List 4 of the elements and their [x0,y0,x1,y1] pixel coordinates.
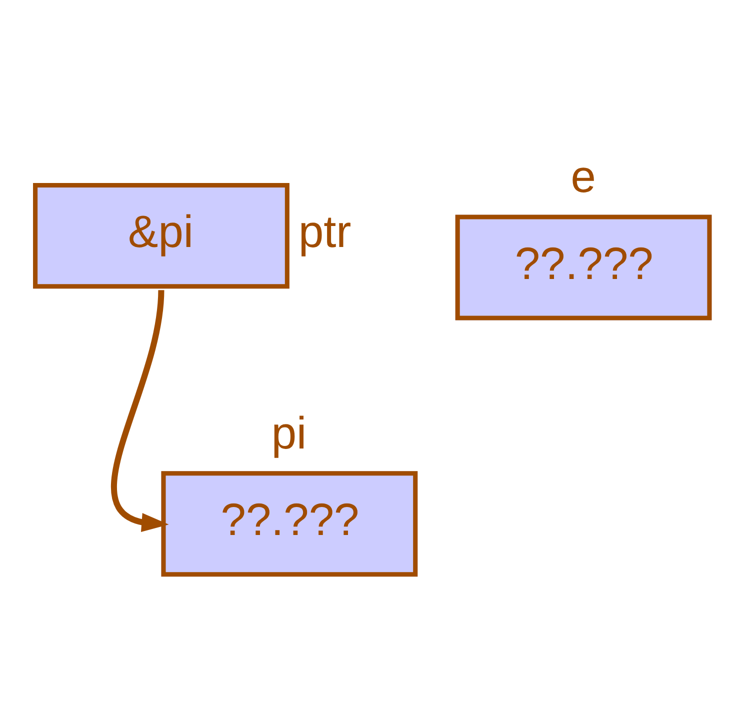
node-label: pi [271,406,307,458]
node-label: ptr [298,206,352,257]
arrow [111,289,169,532]
node-label: e [570,150,596,202]
